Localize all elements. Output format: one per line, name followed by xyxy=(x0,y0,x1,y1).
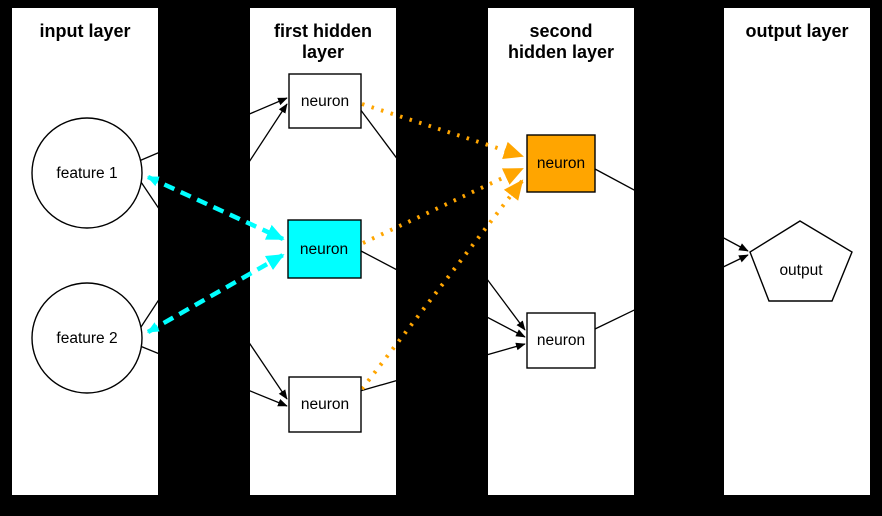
output-pentagon xyxy=(749,220,853,302)
h1-middle-label: neuron xyxy=(300,241,348,258)
edge-feature1-h1top xyxy=(138,97,288,162)
node-h2-top-orange: neuron xyxy=(526,134,596,193)
panel-input-layer xyxy=(12,8,158,495)
feature-1-circle xyxy=(31,117,143,229)
h2-bottom-label: neuron xyxy=(537,332,585,349)
node-h1-middle-cyan: neuron xyxy=(287,219,362,279)
layer-title-second-hidden-line2: hidden layer xyxy=(508,42,614,62)
node-feature-2: feature 2 xyxy=(31,282,143,394)
h2-top-label: neuron xyxy=(537,155,585,172)
edge-highlight-feature1-h1middle xyxy=(146,174,285,242)
layer-title-first-hidden-line2: layer xyxy=(302,42,344,62)
layer-title-first-hidden-line1: first hidden xyxy=(274,21,372,41)
edge-highlight-feature2-h1middle xyxy=(146,253,285,334)
node-output: output xyxy=(749,220,853,302)
output-label: output xyxy=(779,262,823,279)
h2-bottom-rect xyxy=(526,312,596,369)
h1-top-label: neuron xyxy=(301,93,349,110)
edge-highlight-h1bottom-h2top xyxy=(360,179,524,391)
layer-title-second-hidden-line1: second xyxy=(529,21,592,41)
feature-2-label: feature 2 xyxy=(56,330,117,347)
h1-bottom-rect xyxy=(288,376,362,433)
node-feature-1: feature 1 xyxy=(31,117,143,229)
h1-top-rect xyxy=(288,73,362,129)
edge-h1top-h2bottom xyxy=(359,108,526,331)
h2-top-rect xyxy=(526,134,596,193)
h1-middle-rect xyxy=(287,219,362,279)
h1-bottom-label: neuron xyxy=(301,396,349,413)
node-h1-bottom: neuron xyxy=(288,376,362,433)
edge-h2bottom-output xyxy=(594,254,749,330)
layer-title-input: input layer xyxy=(39,21,130,41)
feature-1-label: feature 1 xyxy=(56,165,117,182)
edge-h2top-output xyxy=(594,168,749,252)
layer-title-output: output layer xyxy=(745,21,848,41)
edge-h1middle-h2bottom xyxy=(360,250,526,338)
node-h2-bottom: neuron xyxy=(526,312,596,369)
feature-2-circle xyxy=(31,282,143,394)
edge-h1bottom-h2bottom xyxy=(359,342,526,392)
panel-second-hidden-layer xyxy=(488,8,634,495)
edge-highlight-h1top-h2top xyxy=(361,102,524,159)
edge-feature2-h1bottom xyxy=(139,345,288,407)
node-h1-top: neuron xyxy=(288,73,362,129)
